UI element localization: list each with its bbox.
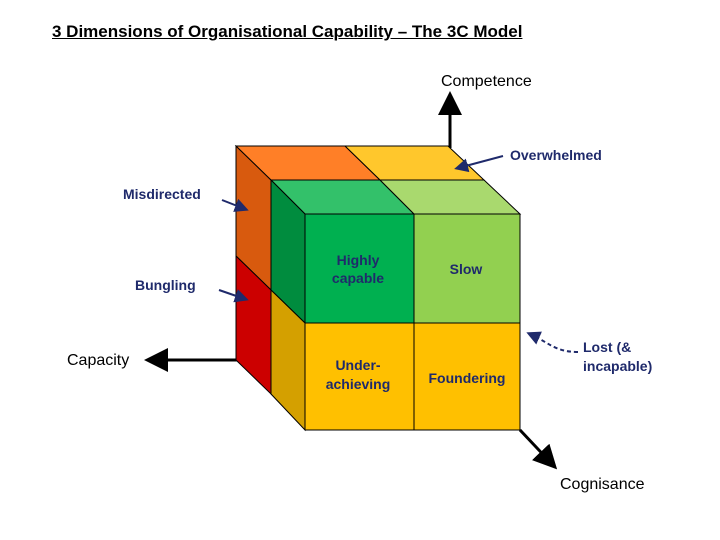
misdirected-arrow xyxy=(221,198,249,212)
cognisance-axis xyxy=(518,428,558,470)
label-highly-capable-1: Highly xyxy=(337,252,380,268)
cell-slow xyxy=(413,213,521,324)
misdirected-label: Misdirected xyxy=(123,186,201,202)
overwhelmed-label: Overwhelmed xyxy=(510,147,602,163)
competence-label: Competence xyxy=(441,73,532,90)
bungling-label: Bungling xyxy=(135,277,196,293)
lost-label-1: Lost (& xyxy=(583,339,631,355)
label-highly-capable-2: capable xyxy=(332,270,384,286)
capacity-label: Capacity xyxy=(67,352,129,369)
lost-label-2: incapable) xyxy=(583,358,652,374)
bungling-arrow xyxy=(218,289,249,303)
cell-highly-capable xyxy=(304,213,415,324)
diagram-title: 3 Dimensions of Organisational Capabilit… xyxy=(52,22,523,41)
cognisance-label: Cognisance xyxy=(560,476,645,493)
cell-foundering xyxy=(413,322,521,431)
label-under-achieving-1: Under- xyxy=(335,357,380,373)
overwhelmed-arrow xyxy=(454,155,504,173)
lost-arrow xyxy=(526,331,579,353)
label-slow: Slow xyxy=(450,261,483,277)
label-foundering: Foundering xyxy=(429,370,506,386)
cell-under-achieving xyxy=(304,322,415,431)
label-under-achieving-2: achieving xyxy=(326,376,391,392)
